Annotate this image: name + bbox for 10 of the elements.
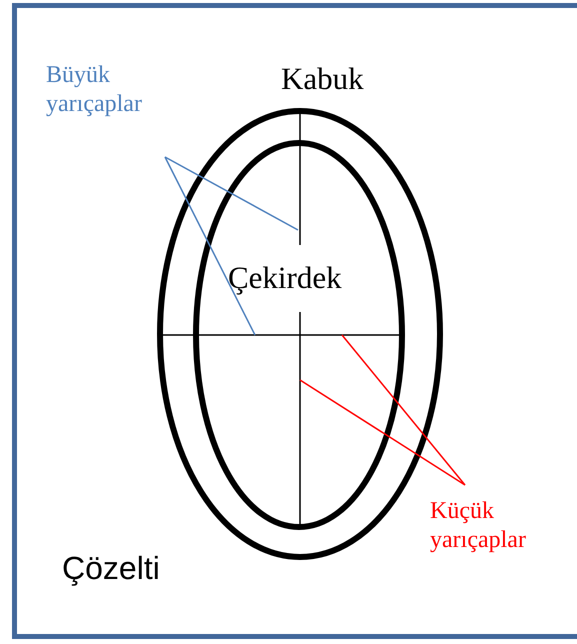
leader-line <box>341 334 466 486</box>
solution-label: Çözelti <box>62 549 160 588</box>
core-label: Çekirdek <box>228 259 342 296</box>
leader-line <box>300 379 466 486</box>
minor-radii-label: Küçük yarıçaplar <box>430 497 527 555</box>
shell-label: Kabuk <box>281 60 364 98</box>
leader-line <box>164 156 298 231</box>
major-radii-label: Büyük yarıçaplar <box>46 61 143 119</box>
leader-line <box>164 156 256 336</box>
solution-frame <box>12 3 577 639</box>
